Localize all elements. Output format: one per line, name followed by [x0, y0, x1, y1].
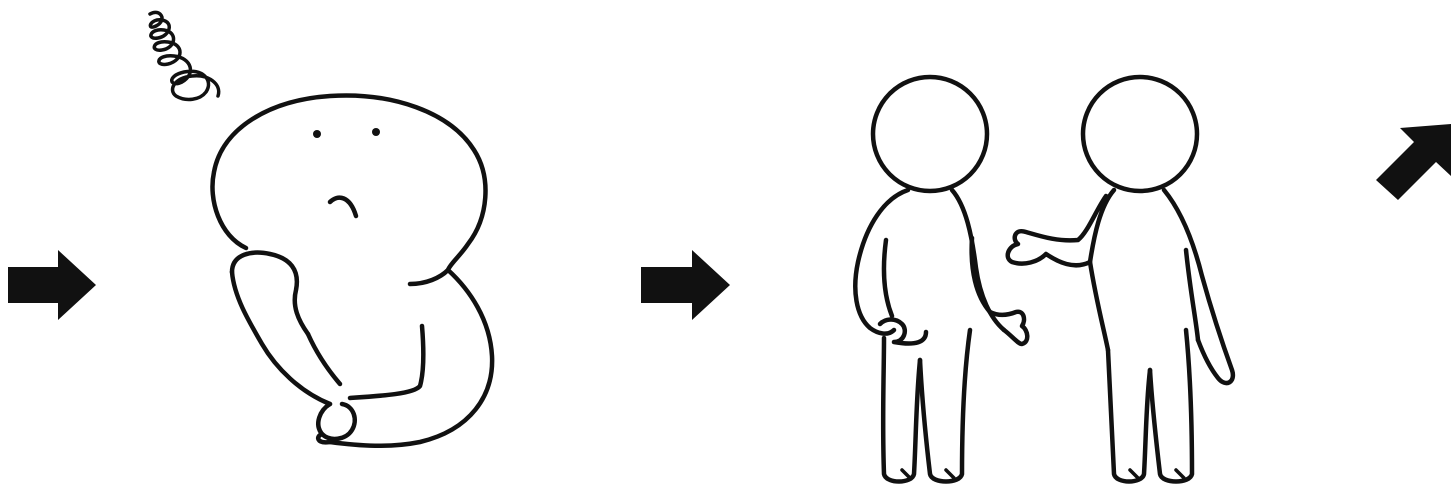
- mouth-frown: [330, 198, 356, 216]
- eye-left: [313, 130, 321, 138]
- scribble-confusion-icon: [150, 12, 219, 99]
- thinking-person-figure: [212, 95, 492, 445]
- raised-forearm: [232, 272, 330, 404]
- arrow-up-right-icon: [1376, 124, 1451, 200]
- eye-right: [372, 128, 380, 136]
- explaining-arm: [1008, 190, 1114, 265]
- legs: [883, 338, 920, 482]
- head: [873, 77, 987, 191]
- crossed-arm: [350, 326, 423, 398]
- hand: [990, 312, 1027, 344]
- arrow-right-icon: [8, 250, 96, 320]
- raised-hand: [232, 253, 308, 334]
- person-listening-figure: [855, 77, 1027, 482]
- person-explaining-figure: [1008, 77, 1233, 482]
- legs: [1108, 350, 1150, 482]
- arrow-right-icon: [641, 250, 730, 320]
- head: [1083, 77, 1197, 191]
